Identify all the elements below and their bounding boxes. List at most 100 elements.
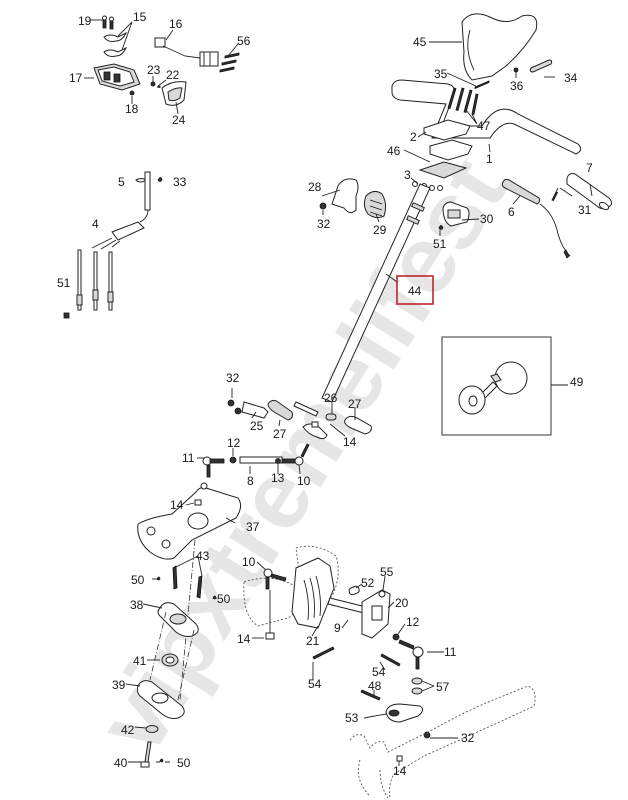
callout-55[interactable]: 55 <box>380 565 394 579</box>
part-19-screws <box>102 15 114 30</box>
callout-20[interactable]: 20 <box>395 596 409 610</box>
callout-30[interactable]: 30 <box>480 212 494 226</box>
callout-42[interactable]: 42 <box>121 723 135 737</box>
callout-17[interactable]: 17 <box>69 71 83 85</box>
callout-51-left[interactable]: 51 <box>57 276 71 290</box>
callout-8[interactable]: 8 <box>247 474 254 488</box>
callout-35[interactable]: 35 <box>434 67 448 81</box>
callout-9[interactable]: 9 <box>334 621 341 635</box>
steering-arm-stack <box>136 482 242 768</box>
part-55-washer <box>378 590 386 598</box>
part-12-nut-upper <box>229 456 237 464</box>
callout-1[interactable]: 1 <box>486 152 493 166</box>
callout-50-c[interactable]: 50 <box>177 756 191 770</box>
callout-4[interactable]: 4 <box>92 217 99 231</box>
callout-12-upper[interactable]: 12 <box>227 436 241 450</box>
callout-16[interactable]: 16 <box>169 17 183 31</box>
part-46-lower-clamp <box>429 139 473 161</box>
callout-50-a[interactable]: 50 <box>131 573 145 587</box>
callout-54-right[interactable]: 54 <box>372 665 386 679</box>
callout-14-lower[interactable]: 14 <box>393 764 407 778</box>
callout-22[interactable]: 22 <box>166 68 180 82</box>
part-14-nut-spindle <box>265 632 275 640</box>
callout-45[interactable]: 45 <box>413 35 427 49</box>
part-12-nut-lower <box>392 633 400 641</box>
callout-52[interactable]: 52 <box>361 576 375 590</box>
cable-3 <box>108 251 113 311</box>
ski-outline-upper <box>295 545 339 613</box>
callout-11-lower[interactable]: 11 <box>444 645 457 659</box>
callout-13[interactable]: 13 <box>271 471 285 485</box>
cable-2 <box>93 251 98 311</box>
callout-57[interactable]: 57 <box>436 680 450 694</box>
part-11-rod-end-lower <box>412 646 424 658</box>
callout-40[interactable]: 40 <box>114 756 128 770</box>
callout-21[interactable]: 21 <box>306 634 320 648</box>
column-plate <box>302 423 328 440</box>
callout-32-mid[interactable]: 32 <box>226 371 240 385</box>
callout-43[interactable]: 43 <box>196 549 210 563</box>
callout-14-arm[interactable]: 14 <box>170 498 184 512</box>
callout-6[interactable]: 6 <box>508 205 515 219</box>
callout-36[interactable]: 36 <box>510 79 524 93</box>
part-54-pin-right <box>380 653 401 667</box>
callout-12-lower[interactable]: 12 <box>406 615 420 629</box>
callout-34[interactable]: 34 <box>564 71 578 85</box>
part-25-link <box>241 401 269 419</box>
callout-14-col[interactable]: 14 <box>343 435 357 449</box>
callout-7[interactable]: 7 <box>586 161 593 175</box>
callout-28[interactable]: 28 <box>308 180 322 194</box>
callout-10-lower[interactable]: 10 <box>242 555 256 569</box>
callout-27-left[interactable]: 27 <box>273 427 287 441</box>
callout-31[interactable]: 31 <box>578 203 592 217</box>
part-15-clamp <box>103 21 133 57</box>
callout-3[interactable]: 3 <box>404 168 411 182</box>
callout-50-b[interactable]: 50 <box>217 592 231 606</box>
part-54-pin-left <box>312 646 335 660</box>
callout-38[interactable]: 38 <box>130 598 144 612</box>
part-36-nut <box>513 67 519 73</box>
callout-18[interactable]: 18 <box>125 102 139 116</box>
part-56-terminals <box>219 52 240 73</box>
callout-41[interactable]: 41 <box>133 654 147 668</box>
callout-27-right[interactable]: 27 <box>348 397 362 411</box>
callout-32-top[interactable]: 32 <box>317 217 331 231</box>
arm-hub <box>187 512 209 530</box>
callout-29[interactable]: 29 <box>373 223 387 237</box>
callout-14-spindle[interactable]: 14 <box>237 632 251 646</box>
callout-25[interactable]: 25 <box>250 419 264 433</box>
callout-56[interactable]: 56 <box>237 34 251 48</box>
callout-5[interactable]: 5 <box>118 175 125 189</box>
callout-47[interactable]: 47 <box>477 119 491 133</box>
part-29-clamp <box>363 190 387 219</box>
part-28-bracket <box>331 178 359 214</box>
part-47-bolts <box>447 87 479 115</box>
callout-49[interactable]: 49 <box>570 375 584 389</box>
callout-15[interactable]: 15 <box>133 10 147 24</box>
callout-46[interactable]: 46 <box>387 144 401 158</box>
leader-lines <box>84 19 593 766</box>
callout-24[interactable]: 24 <box>172 113 186 127</box>
callout-39[interactable]: 39 <box>112 678 126 692</box>
callout-54-left[interactable]: 54 <box>308 677 322 691</box>
callout-53[interactable]: 53 <box>345 711 359 725</box>
callout-44[interactable]: 44 <box>408 284 422 298</box>
callout-labels: 19 15 16 56 17 23 22 18 24 45 35 36 34 4… <box>57 10 593 778</box>
part-44-highlight-box[interactable] <box>396 275 434 305</box>
callout-51-right[interactable]: 51 <box>433 237 447 251</box>
callout-23[interactable]: 23 <box>147 63 161 77</box>
callout-11-upper[interactable]: 11 <box>182 451 195 465</box>
callout-26[interactable]: 26 <box>324 391 338 405</box>
callout-37[interactable]: 37 <box>246 520 260 534</box>
callout-33[interactable]: 33 <box>173 175 187 189</box>
steering-clamp-group <box>319 178 387 219</box>
callout-48[interactable]: 48 <box>368 679 382 693</box>
part-1-handlebar <box>391 79 582 155</box>
callout-2[interactable]: 2 <box>410 130 417 144</box>
cable-end <box>144 171 151 211</box>
callout-32-lower[interactable]: 32 <box>461 731 475 745</box>
callout-10-upper[interactable]: 10 <box>297 474 311 488</box>
part-14-nut-arm <box>194 499 202 506</box>
callout-19[interactable]: 19 <box>78 14 92 28</box>
